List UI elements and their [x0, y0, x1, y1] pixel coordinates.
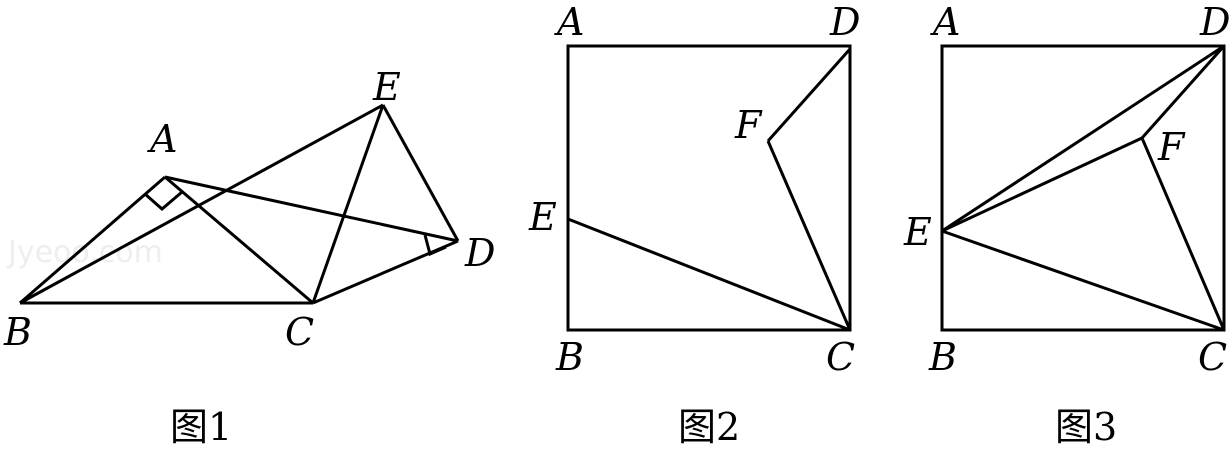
square-abcd	[566, 44, 852, 332]
label-point-c: C	[1198, 335, 1227, 379]
figure-1-caption: 图1	[170, 405, 232, 449]
label-point-a: A	[930, 0, 960, 44]
segment-ec	[311, 104, 385, 304]
segment-ac	[164, 175, 314, 305]
segment-ec	[941, 229, 1225, 332]
segment-ed	[381, 104, 460, 242]
segment-fc	[766, 140, 852, 331]
segment-ba	[19, 175, 166, 305]
right-angle-marker-d	[423, 234, 447, 257]
label-point-a: A	[147, 117, 177, 161]
segment-ef	[941, 136, 1143, 233]
figure-2-caption: 图2	[678, 405, 740, 449]
label-point-e: E	[528, 195, 557, 239]
segment-fc	[1140, 137, 1226, 331]
segment-ad	[164, 175, 459, 243]
label-point-b: B	[928, 335, 957, 379]
segment-be	[19, 103, 384, 305]
label-point-b: B	[555, 335, 584, 379]
label-point-e: E	[903, 210, 932, 254]
figure-3-caption: 图3	[1055, 405, 1117, 449]
figure-2: A D F E B C 图2	[528, 0, 860, 449]
label-point-f: F	[734, 103, 763, 147]
label-point-d: D	[464, 231, 495, 275]
segment-ec	[567, 217, 851, 332]
label-point-b: B	[3, 310, 32, 354]
label-point-e: E	[372, 65, 401, 109]
label-point-c: C	[285, 310, 314, 354]
figure-1: Jyeoo.com A B C D E 图1	[3, 65, 495, 449]
figure-3: A D F E B C 图3	[903, 0, 1230, 449]
square-abcd	[940, 44, 1226, 332]
segment-ed	[941, 44, 1225, 233]
right-angle-marker-a	[144, 190, 183, 211]
segment-df	[766, 48, 852, 142]
label-point-d: D	[829, 0, 860, 44]
segment-df	[1140, 45, 1226, 139]
watermark-text: Jyeoo.com	[6, 235, 163, 270]
label-point-f: F	[1157, 125, 1186, 169]
label-point-c: C	[826, 335, 855, 379]
label-point-d: D	[1199, 0, 1230, 44]
label-point-a: A	[554, 0, 584, 44]
